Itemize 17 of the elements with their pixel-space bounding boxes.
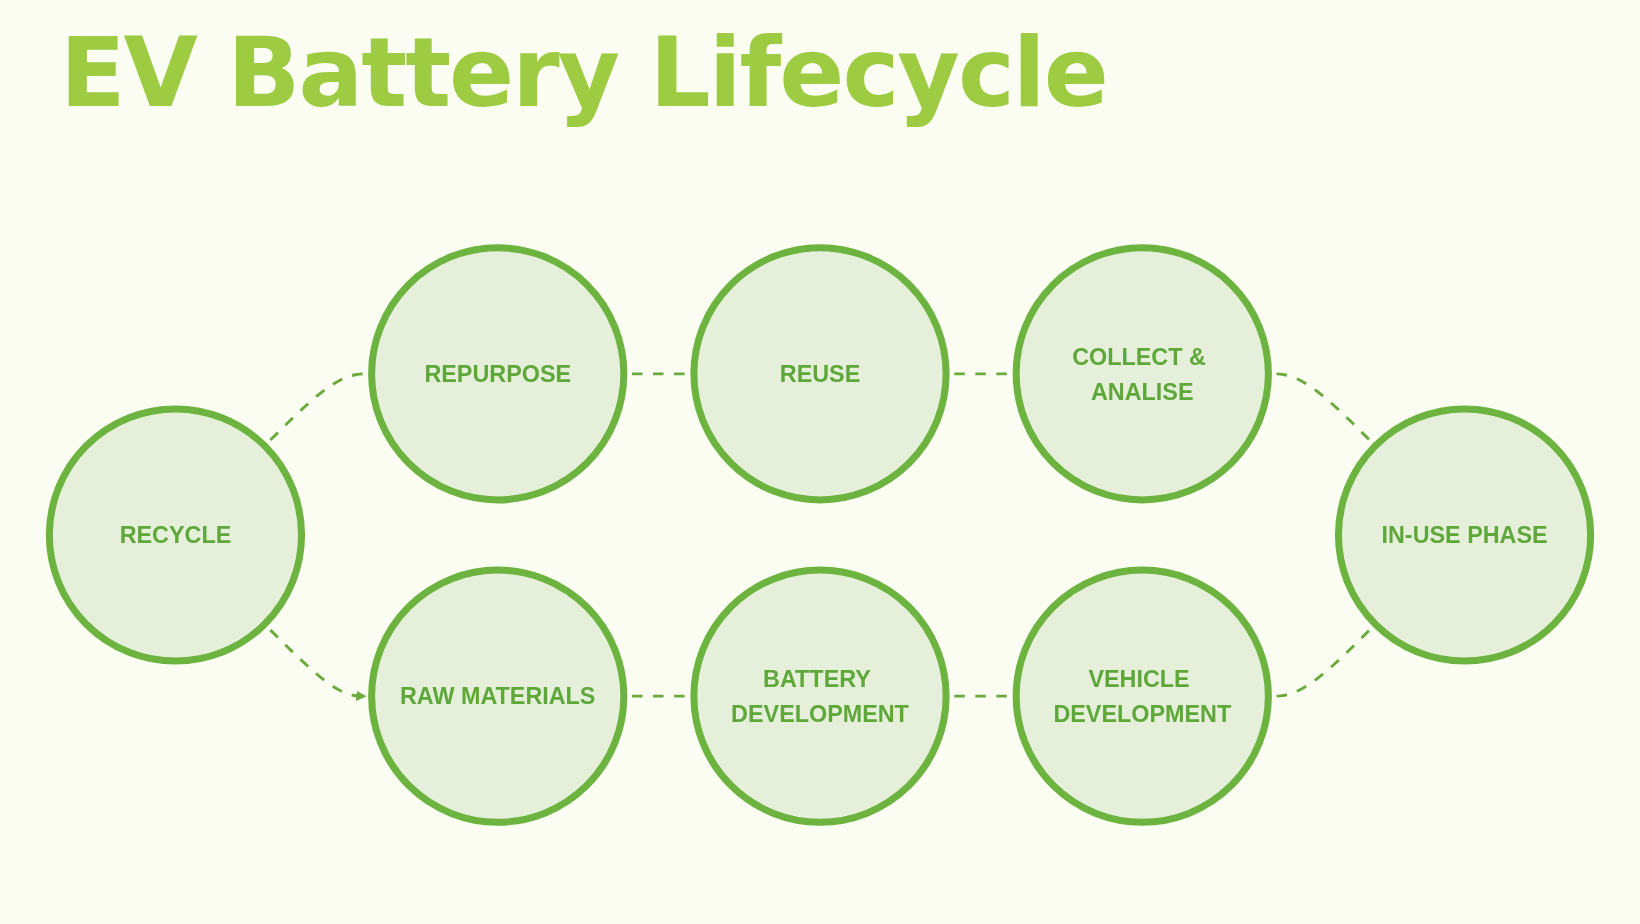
dashed-connector	[1276, 628, 1371, 698]
circle-node: IN-USE PHASE	[1334, 405, 1595, 665]
title: EV Battery Lifecycle	[60, 18, 1107, 129]
dashed-connector	[954, 694, 1008, 698]
circle-node: VEHICLE DEVELOPMENT	[1012, 566, 1272, 826]
circle-node: REUSE	[690, 244, 950, 504]
dashed-connector	[269, 372, 364, 442]
circle-node: RECYCLE	[45, 405, 306, 665]
circle-node: REPURPOSE	[368, 244, 628, 504]
circle-node: BATTERY DEVELOPMENT	[690, 566, 950, 826]
dashed-connector	[632, 694, 686, 698]
dashed-arrow	[269, 628, 367, 702]
circle-node: COLLECT & ANALISE	[1012, 244, 1272, 504]
dashed-connector	[1276, 372, 1371, 442]
circle-node: RAW MATERIALS	[368, 566, 628, 826]
dashed-connector	[632, 372, 686, 376]
dashed-connector	[954, 372, 1008, 376]
